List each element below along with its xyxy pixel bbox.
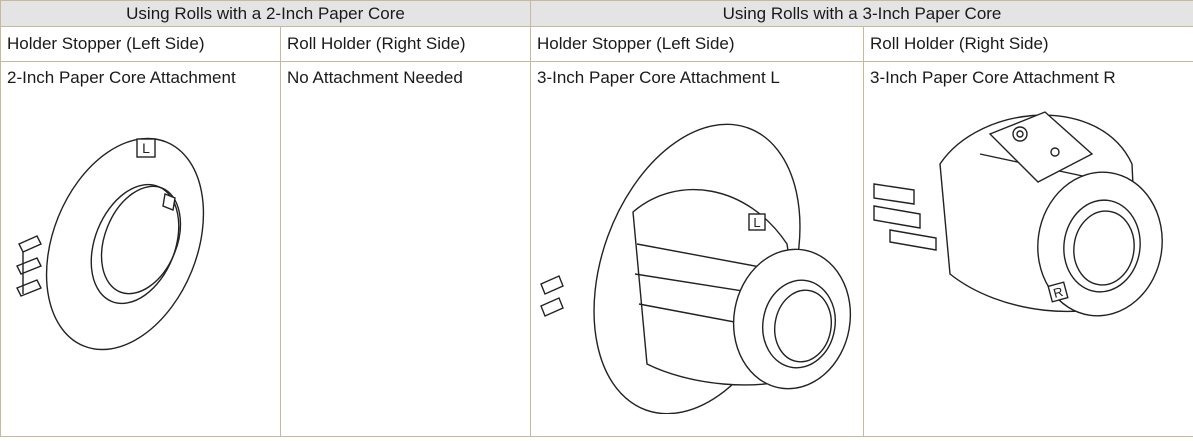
column-header-right-3inch: Roll Holder (Right Side) xyxy=(863,26,1193,62)
marker-r-label: R xyxy=(1052,284,1065,301)
column-header-row: Holder Stopper (Left Side) Roll Holder (… xyxy=(0,26,1193,62)
attachment-l-illustration: L xyxy=(537,94,857,414)
cell-title-3inch-attachment-r: 3-Inch Paper Core Attachment R xyxy=(870,68,1116,87)
content-row: 2-Inch Paper Core Attachment xyxy=(0,61,1193,437)
ring-attachment-illustration: L xyxy=(7,94,274,354)
marker-l-label-3inch: L xyxy=(753,215,760,230)
column-header-right-2inch: Roll Holder (Right Side) xyxy=(279,26,532,62)
cell-no-attachment: No Attachment Needed xyxy=(279,61,532,437)
cell-3inch-attachment-r: 3-Inch Paper Core Attachment R xyxy=(863,61,1193,437)
column-header-left-3inch: Holder Stopper (Left Side) xyxy=(530,26,865,62)
group-header-row: Using Rolls with a 2-Inch Paper Core Usi… xyxy=(0,0,1193,27)
group-header-2inch: Using Rolls with a 2-Inch Paper Core xyxy=(0,0,532,27)
marker-l-label: L xyxy=(142,140,150,156)
cell-title-3inch-attachment-l: 3-Inch Paper Core Attachment L xyxy=(537,68,780,87)
column-header-left-2inch: Holder Stopper (Left Side) xyxy=(0,26,281,62)
group-header-3inch: Using Rolls with a 3-Inch Paper Core xyxy=(530,0,1193,27)
cell-title-2inch-attachment: 2-Inch Paper Core Attachment xyxy=(7,68,236,87)
cell-3inch-attachment-l: 3-Inch Paper Core Attachment L xyxy=(530,61,865,437)
attachment-r-illustration: R xyxy=(870,94,1187,354)
cell-2inch-attachment: 2-Inch Paper Core Attachment xyxy=(0,61,281,437)
cell-title-no-attachment: No Attachment Needed xyxy=(287,68,463,87)
marker-box xyxy=(136,138,156,158)
